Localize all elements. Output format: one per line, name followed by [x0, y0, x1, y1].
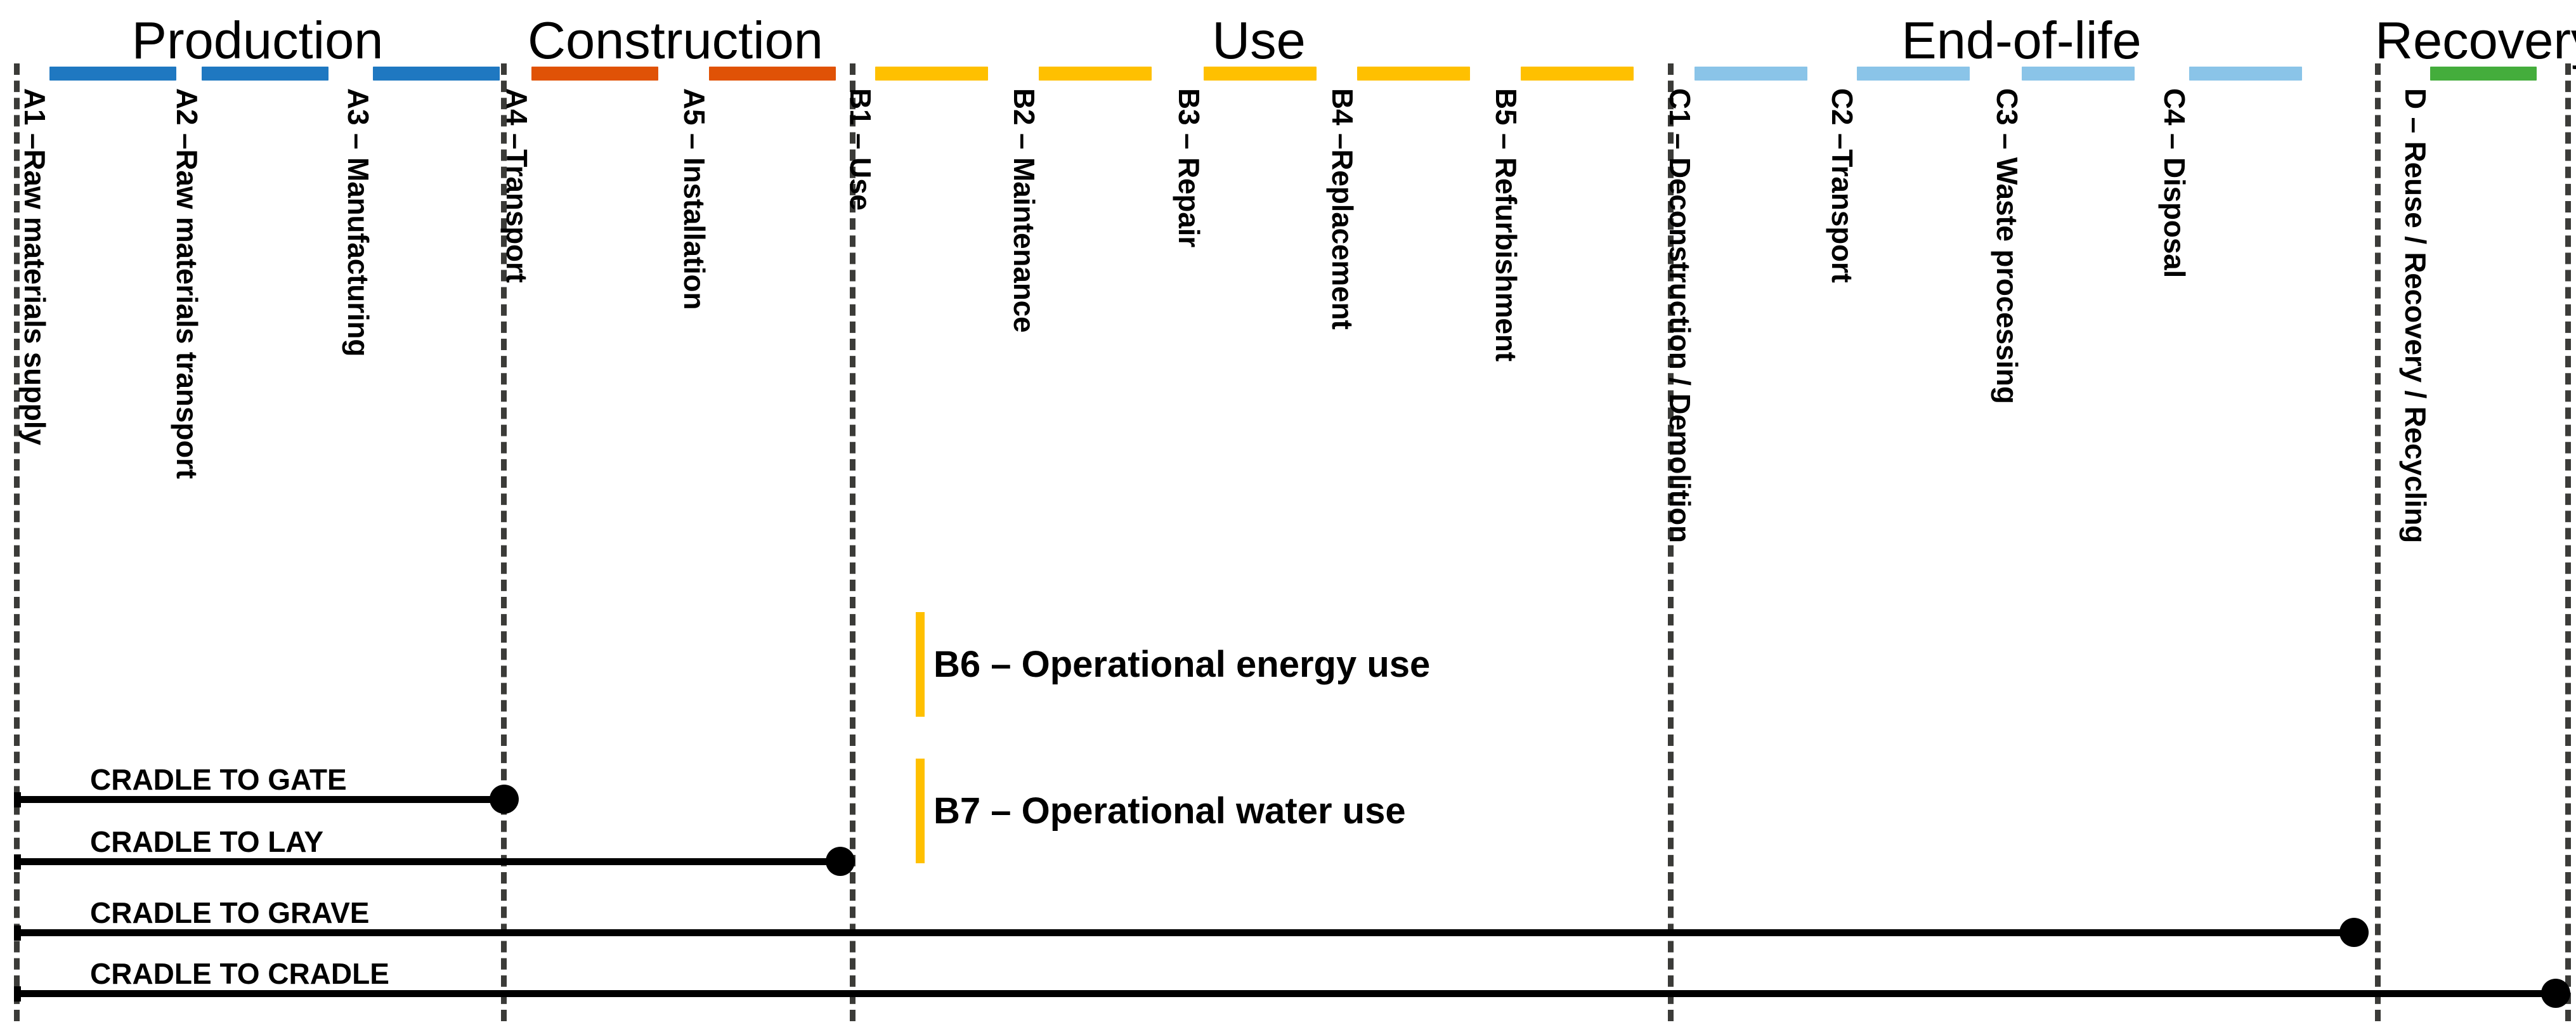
module-a4[interactable]: A4 –Transport: [500, 67, 658, 283]
scope-cradle-to-lay[interactable]: CRADLE TO LAY: [0, 825, 2576, 876]
scope-label-cradle-to-lay: CRADLE TO LAY: [90, 825, 324, 858]
scope-cradle-to-cradle[interactable]: CRADLE TO CRADLE: [0, 957, 2576, 1008]
module-label-c4: C4 – Disposal: [2158, 88, 2191, 278]
module-bar-a2: [202, 67, 329, 81]
stage-separator-2: [850, 63, 855, 1021]
module-bar-d: [2430, 67, 2537, 81]
module-label-b4: B4 –Replacement: [1326, 88, 1359, 330]
module-bar-c3: [2022, 67, 2135, 81]
module-d[interactable]: D – Reuse / Recovery / Recycling: [2399, 67, 2537, 543]
stage-separator-0: [14, 63, 20, 1021]
scope-line-cradle-to-gate: [14, 796, 504, 803]
module-label-c3: C3 – Waste processing: [1991, 88, 2024, 404]
module-bar-a5: [709, 67, 836, 81]
module-label-a1: A1 –Raw materials supply: [18, 88, 51, 445]
module-c1[interactable]: C1 – Deconstruction / Demolition: [1663, 67, 1807, 543]
module-bar-a1: [49, 67, 176, 81]
module-label-a5: A5 – Installation: [678, 88, 711, 310]
module-label-b5: B5 – Refurbishment: [1490, 88, 1523, 362]
scope-label-cradle-to-grave: CRADLE TO GRAVE: [90, 896, 370, 929]
operational-tick-b7: [916, 759, 925, 863]
stage-title-production: Production: [131, 11, 384, 70]
module-bar-a4: [531, 67, 658, 81]
module-b2[interactable]: B2 – Maintenance: [1008, 67, 1152, 332]
stage-title-construction: Construction: [528, 11, 823, 70]
module-c2[interactable]: C2 –Transport: [1826, 67, 1970, 283]
module-label-a4: A4 –Transport: [500, 88, 533, 283]
module-label-d: D – Reuse / Recovery / Recycling: [2399, 88, 2432, 544]
module-bar-b3: [1204, 67, 1317, 81]
module-b3[interactable]: B3 – Repair: [1173, 67, 1317, 247]
scope-line-cradle-to-grave: [14, 929, 2354, 936]
scope-endpoint-dot-cradle-to-gate: [490, 785, 519, 814]
module-c3[interactable]: C3 – Waste processing: [1991, 67, 2135, 404]
operational-tick-b6: [916, 612, 925, 717]
module-a5[interactable]: A5 – Installation: [678, 67, 836, 310]
operational-row-b6[interactable]: B6 – Operational energy use: [916, 612, 1430, 717]
module-label-c2: C2 –Transport: [1826, 88, 1859, 283]
scope-cradle-to-gate[interactable]: CRADLE TO GATE: [0, 763, 2576, 814]
operational-label-b7: B7 – Operational water use: [933, 790, 1406, 832]
scope-label-cradle-to-cradle: CRADLE TO CRADLE: [90, 957, 389, 990]
module-bar-a3: [373, 67, 500, 81]
operational-row-b7[interactable]: B7 – Operational water use: [916, 759, 1406, 863]
module-bar-b5: [1521, 67, 1634, 81]
module-bar-b4: [1357, 67, 1470, 81]
stage-separator-1: [501, 63, 507, 1021]
stage-separator-3: [1668, 63, 1674, 1021]
stage-separator-4: [2375, 63, 2381, 1021]
module-label-b1: B1 – Use: [844, 88, 877, 211]
scope-cradle-to-grave[interactable]: CRADLE TO GRAVE: [0, 896, 2576, 947]
module-b1[interactable]: B1 – Use: [844, 67, 988, 211]
module-bar-c4: [2189, 67, 2302, 81]
module-b5[interactable]: B5 – Refurbishment: [1490, 67, 1634, 362]
scope-line-cradle-to-cradle: [14, 990, 2556, 997]
module-a1[interactable]: A1 –Raw materials supply: [18, 67, 176, 445]
stage-title-use: Use: [1212, 11, 1306, 70]
module-label-b3: B3 – Repair: [1173, 88, 1206, 247]
module-c4[interactable]: C4 – Disposal: [2158, 67, 2302, 278]
scope-line-cradle-to-lay: [14, 858, 840, 865]
module-label-a2: A2 –Raw materials transport: [171, 88, 204, 479]
module-bar-b2: [1039, 67, 1152, 81]
module-a3[interactable]: A3 – Manufacturing: [342, 67, 500, 356]
operational-label-b6: B6 – Operational energy use: [933, 643, 1431, 685]
module-label-a3: A3 – Manufacturing: [342, 88, 375, 357]
scope-endpoint-dot-cradle-to-lay: [826, 847, 855, 876]
scope-endpoint-dot-cradle-to-grave: [2339, 918, 2369, 947]
module-label-b2: B2 – Maintenance: [1008, 88, 1041, 333]
module-bar-c1: [1695, 67, 1807, 81]
module-label-c1: C1 – Deconstruction / Demolition: [1663, 88, 1696, 543]
scope-label-cradle-to-gate: CRADLE TO GATE: [90, 763, 347, 796]
stage-title-recovery: Recovery: [2375, 11, 2576, 70]
stage-title-end-of-life: End-of-life: [1901, 11, 2142, 70]
stage-separator-5: [2565, 63, 2571, 1021]
module-bar-c2: [1857, 67, 1970, 81]
module-a2[interactable]: A2 –Raw materials transport: [171, 67, 329, 479]
module-b4[interactable]: B4 –Replacement: [1326, 67, 1470, 330]
scope-endpoint-dot-cradle-to-cradle: [2541, 979, 2570, 1008]
module-bar-b1: [875, 67, 988, 81]
